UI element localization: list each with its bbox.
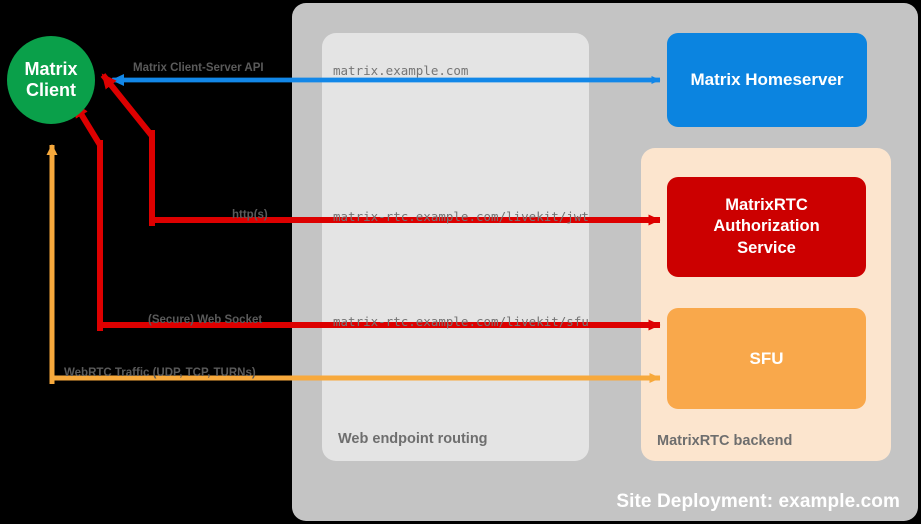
auth-label-line1: MatrixRTC [725, 195, 808, 214]
node-matrixrtc-authorization-service[interactable]: MatrixRTC Authorization Service [667, 177, 866, 277]
auth-label-line2: Authorization [713, 217, 820, 236]
edge-label-webrtc-traffic: WebRTC Traffic (UDP, TCP, TURNs) [64, 367, 256, 379]
connector-https-jwt [100, 73, 661, 226]
endpoint-label-matrix-example-com: matrix.example.com [333, 63, 469, 78]
sfu-label: SFU [749, 348, 784, 368]
edge-label-secure-websocket: (Secure) Web Socket [148, 314, 263, 326]
connector-secure-websocket-sfu [72, 102, 661, 331]
matrix-homeserver-label: Matrix Homeserver [690, 70, 844, 89]
web-endpoint-routing-panel: Web endpoint routing [322, 33, 589, 461]
matrixrtc-backend-label: MatrixRTC backend [657, 433, 793, 449]
node-sfu[interactable]: SFU [667, 308, 866, 409]
matrix-client-label-line1: Matrix [24, 58, 78, 79]
endpoint-label-livekit-jwt: matrix-rtc.example.com/livekit/jwt [333, 209, 589, 224]
matrix-client-label-line2: Client [25, 80, 76, 100]
node-matrix-client[interactable]: Matrix Client [7, 36, 95, 124]
site-deployment-label: Site Deployment: example.com [616, 491, 900, 512]
edge-label-matrix-client-server-api: Matrix Client-Server API [133, 62, 264, 74]
connector-webrtc-traffic [46, 144, 661, 384]
web-endpoint-routing-label: Web endpoint routing [338, 431, 488, 447]
edge-label-https: http(s) [232, 209, 268, 221]
auth-label-line3: Service [737, 238, 796, 257]
endpoint-label-livekit-sfu: matrix-rtc.example.com/livekit/sfu [333, 314, 589, 329]
node-matrix-homeserver[interactable]: Matrix Homeserver [667, 33, 867, 127]
